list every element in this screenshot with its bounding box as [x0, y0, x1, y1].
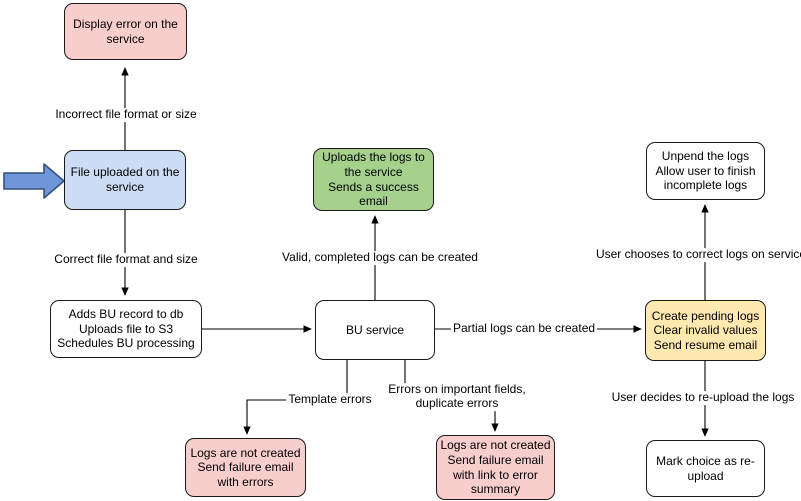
edge-label-reupload-decision: User decides to re-upload the logs: [609, 390, 797, 405]
edge-label-partial-logs: Partial logs can be created: [450, 321, 598, 336]
edge-label-choose-correct: User chooses to correct logs on service: [593, 247, 801, 262]
node-mark-reupload: Mark choice as re- upload: [646, 440, 765, 497]
node-create-pending-logs: Create pending logs Clear invalid values…: [645, 300, 766, 361]
edge-label-incorrect-format: Incorrect file format or size: [53, 107, 199, 122]
node-bu-service: BU service: [315, 300, 435, 360]
block-arrow-right-icon: [3, 163, 65, 199]
node-failure-email-errors: Logs are not created Send failure email …: [185, 438, 306, 497]
node-upload-success: Uploads the logs to the service Sends a …: [313, 148, 434, 211]
edge-label-important-fields: Errors on important fields, duplicate er…: [386, 382, 528, 411]
node-display-error: Display error on the service: [64, 3, 187, 60]
edge-label-correct-format: Correct file format and size: [52, 252, 200, 267]
node-failure-email-summary: Logs are not created Send failure email …: [436, 435, 555, 500]
block-arrow-right-shape: [3, 163, 65, 199]
node-unpend-logs: Unpend the logs Allow user to finish inc…: [646, 142, 765, 200]
node-adds-bu-record: Adds BU record to db Uploads file to S3 …: [50, 300, 202, 358]
node-file-uploaded: File uploaded on the service: [64, 150, 186, 210]
edge-label-template-errors: Template errors: [286, 392, 374, 407]
edge-label-valid-logs: Valid, completed logs can be created: [280, 250, 480, 265]
